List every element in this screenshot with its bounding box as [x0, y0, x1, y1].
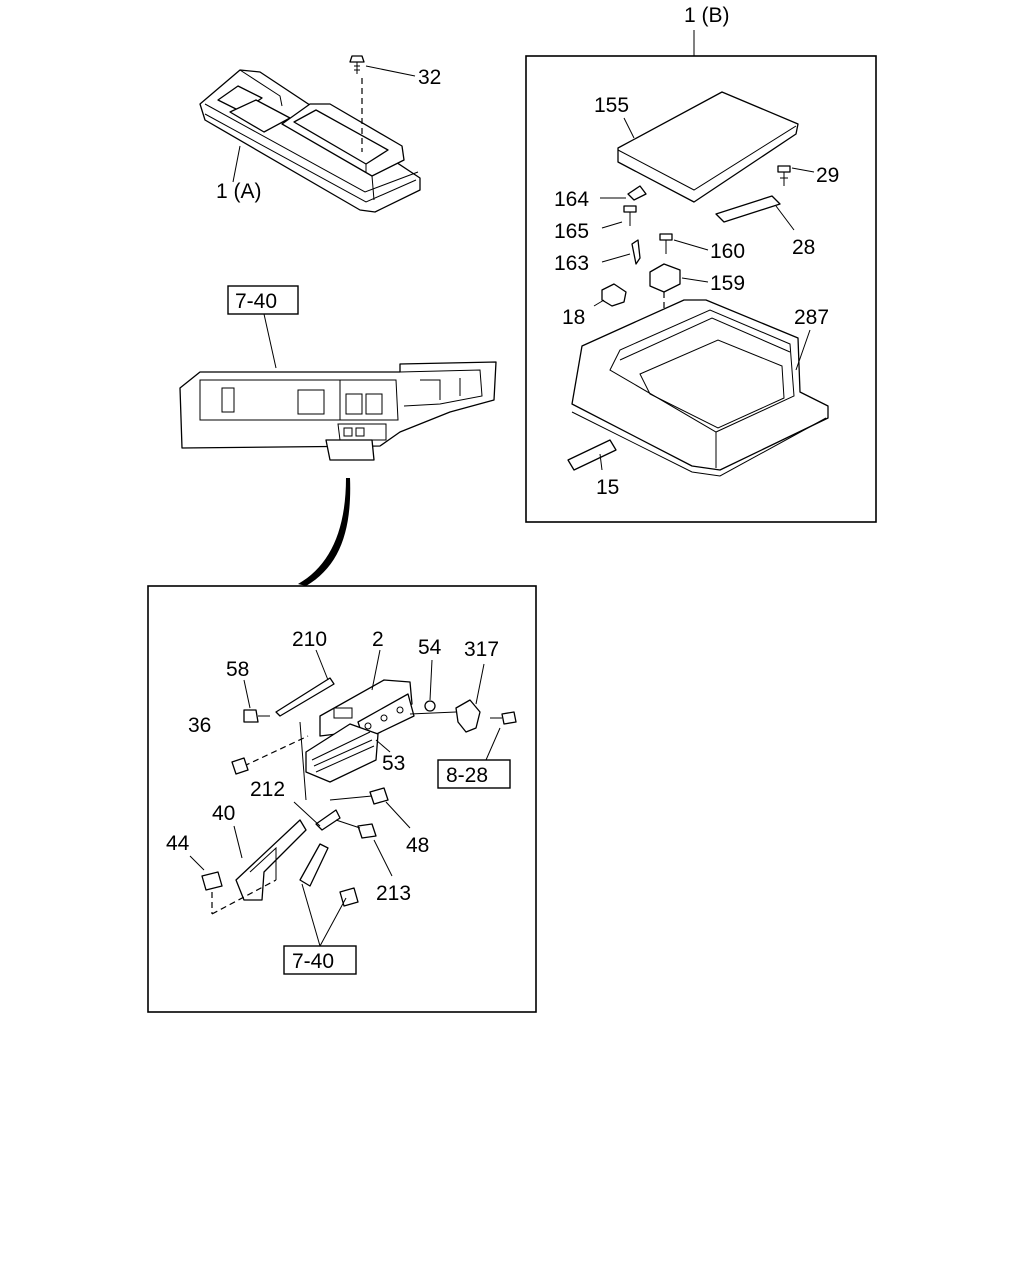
dashboard-overview [179, 285, 497, 586]
callout-163: 163 [554, 252, 589, 275]
callout-164: 164 [554, 188, 589, 211]
ref-7-40-bottom: 7-40 [292, 950, 334, 973]
callout-40: 40 [212, 802, 235, 825]
callout-36: 36 [188, 714, 211, 737]
callout-210: 210 [292, 628, 327, 651]
callout-159: 159 [710, 272, 745, 295]
callout-287: 287 [794, 306, 829, 329]
callout-155: 155 [594, 94, 629, 117]
bracket-assembly-drawing [189, 649, 517, 947]
detail-frame-1b [525, 55, 877, 523]
callout-1a: 1 (A) [216, 180, 262, 203]
callout-18: 18 [562, 306, 585, 329]
callout-160: 160 [710, 240, 745, 263]
ref-8-28-box [437, 759, 511, 789]
callout-32: 32 [418, 66, 441, 89]
callout-28: 28 [792, 236, 815, 259]
callout-44: 44 [166, 832, 190, 855]
ref-8-28: 8-28 [446, 764, 488, 787]
callout-317: 317 [464, 638, 499, 661]
callout-53: 53 [382, 752, 405, 775]
callout-212: 212 [250, 778, 285, 801]
ref-7-40-top: 7-40 [235, 290, 277, 313]
callout-165: 165 [554, 220, 589, 243]
callout-15: 15 [596, 476, 619, 499]
callout-29: 29 [816, 164, 839, 187]
ref-7-40-bottom-box [283, 945, 357, 975]
console-1a-drawing [199, 55, 421, 213]
callout-58: 58 [226, 658, 249, 681]
callout-54: 54 [418, 636, 442, 659]
callout-213: 213 [376, 882, 411, 905]
callout-2: 2 [372, 628, 384, 651]
detail-frame-bracket [147, 585, 537, 1013]
callout-48: 48 [406, 834, 429, 857]
storage-box-drawing [567, 91, 829, 477]
callout-1b: 1 (B) [684, 4, 730, 27]
